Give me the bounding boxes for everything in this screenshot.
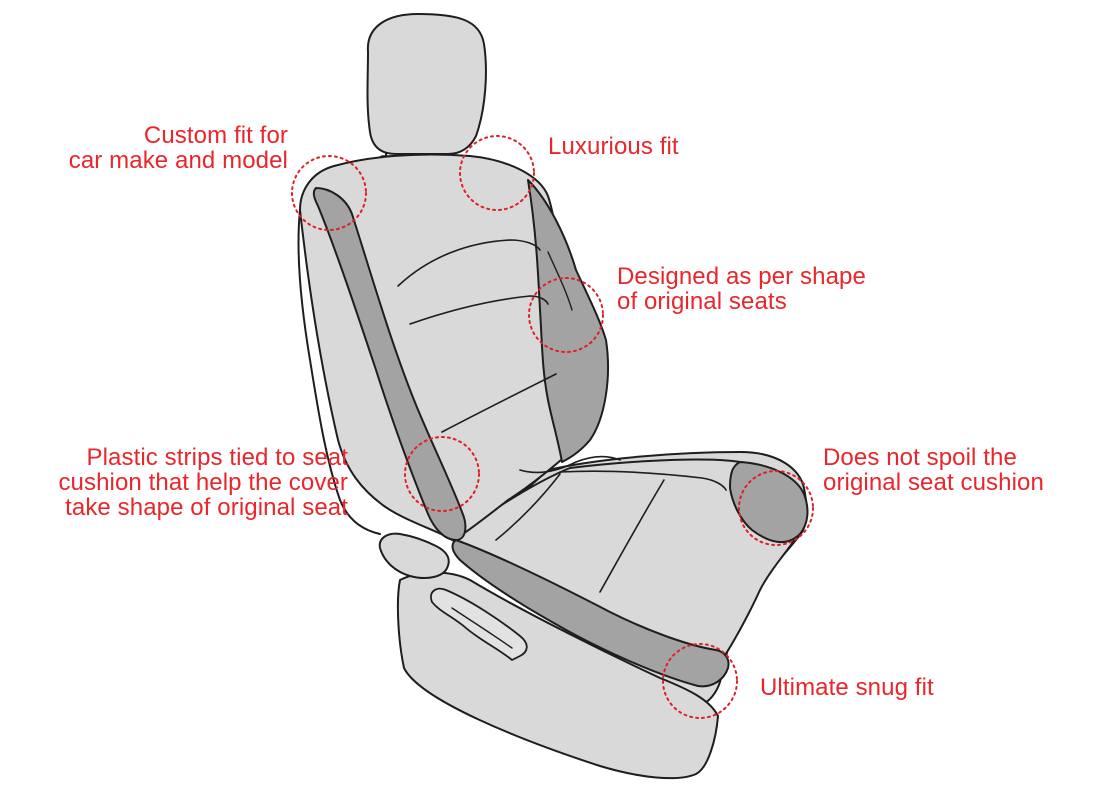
callout-plastic-strips-line-1: Plastic strips tied to seat <box>58 445 348 470</box>
callout-does-not-spoil-line-2: original seat cushion <box>823 470 1044 495</box>
callout-plastic-strips: Plastic strips tied to seat cushion that… <box>58 445 348 520</box>
callout-designed-shape: Designed as per shape of original seats <box>617 264 866 314</box>
callout-does-not-spoil-line-1: Does not spoil the <box>823 445 1044 470</box>
callout-does-not-spoil: Does not spoil the original seat cushion <box>823 445 1044 495</box>
callout-luxurious-fit: Luxurious fit <box>548 134 679 159</box>
headrest <box>368 14 486 154</box>
callout-plastic-strips-line-3: take shape of original seat <box>58 495 348 520</box>
callout-luxurious-fit-line-1: Luxurious fit <box>548 134 679 159</box>
recline-knob <box>380 534 449 578</box>
callout-custom-fit-line-1: Custom fit for <box>69 123 288 148</box>
callout-plastic-strips-line-2: cushion that help the cover <box>58 470 348 495</box>
callout-designed-shape-line-1: Designed as per shape <box>617 264 866 289</box>
callout-snug-fit-line-1: Ultimate snug fit <box>760 675 934 700</box>
callout-snug-fit: Ultimate snug fit <box>760 675 934 700</box>
callout-custom-fit: Custom fit for car make and model <box>69 123 288 173</box>
callout-designed-shape-line-2: of original seats <box>617 289 866 314</box>
callout-custom-fit-line-2: car make and model <box>69 148 288 173</box>
